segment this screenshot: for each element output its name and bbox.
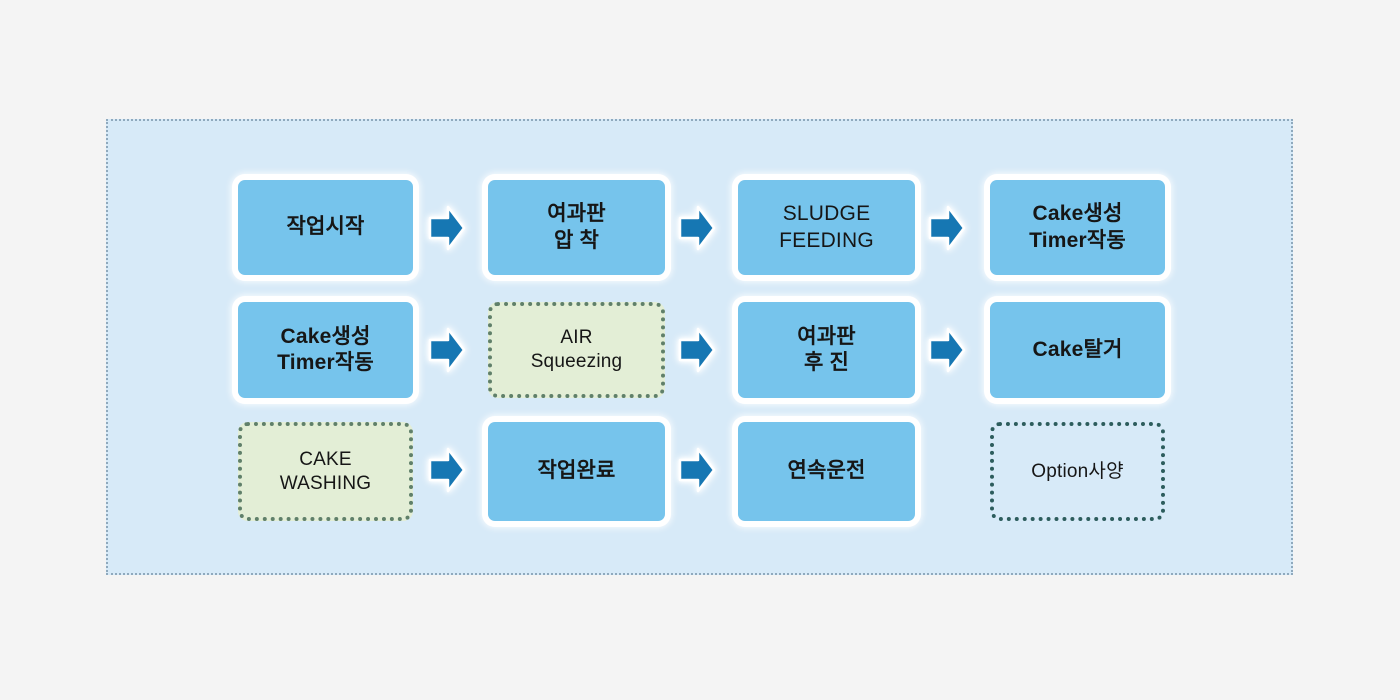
flow-node-grid: 작업시작 여과판 압 착 SLUDGE FEEDING Cake생성 Timer작동 C…	[108, 121, 1291, 573]
flow-node-n10[interactable]: 작업완료	[488, 422, 665, 521]
flow-arrow-a5	[678, 327, 716, 373]
flow-arrow-a6	[928, 327, 966, 373]
flow-node-label: Cake생성 Timer작동	[277, 324, 374, 374]
flow-node-n1[interactable]: 작업시작	[238, 180, 413, 275]
flow-node-label: CAKE WASHING	[279, 448, 372, 494]
flow-node-n12[interactable]: Option사양	[990, 422, 1165, 521]
flow-node-label: 작업완료	[537, 459, 616, 483]
flow-node-n6[interactable]: AIR Squeezing	[488, 302, 665, 398]
flow-node-n3[interactable]: SLUDGE FEEDING	[738, 180, 915, 275]
flow-node-label: Option사양	[1031, 460, 1124, 482]
flow-node-n11[interactable]: 연속운전	[738, 422, 915, 521]
flow-node-label: 여과판 압 착	[547, 202, 606, 252]
flow-node-n8[interactable]: Cake탈거	[990, 302, 1165, 398]
flow-arrow-a2	[678, 205, 716, 251]
flow-diagram-panel: 작업시작 여과판 압 착 SLUDGE FEEDING Cake생성 Timer작동 C…	[106, 119, 1293, 575]
flow-node-label: AIR Squeezing	[530, 327, 623, 372]
flow-node-label: 연속운전	[787, 459, 866, 483]
flow-node-n2[interactable]: 여과판 압 착	[488, 180, 665, 275]
flow-node-n7[interactable]: 여과판 후 진	[738, 302, 915, 398]
flow-node-label: Cake생성 Timer작동	[1029, 202, 1126, 252]
flow-arrow-a8	[678, 447, 716, 493]
flow-node-label: 작업시작	[286, 215, 365, 239]
flow-node-n9[interactable]: CAKE WASHING	[238, 422, 413, 521]
flow-arrow-a4	[428, 327, 466, 373]
flow-arrow-a3	[928, 205, 966, 251]
flow-node-label: Cake탈거	[1032, 337, 1123, 361]
flow-node-label: SLUDGE FEEDING	[779, 202, 874, 252]
flow-node-label: 여과판 후 진	[797, 324, 856, 374]
flow-node-n5[interactable]: Cake생성 Timer작동	[238, 302, 413, 398]
flow-node-n4[interactable]: Cake생성 Timer작동	[990, 180, 1165, 275]
flow-arrow-a7	[428, 447, 466, 493]
flow-arrow-a1	[428, 205, 466, 251]
